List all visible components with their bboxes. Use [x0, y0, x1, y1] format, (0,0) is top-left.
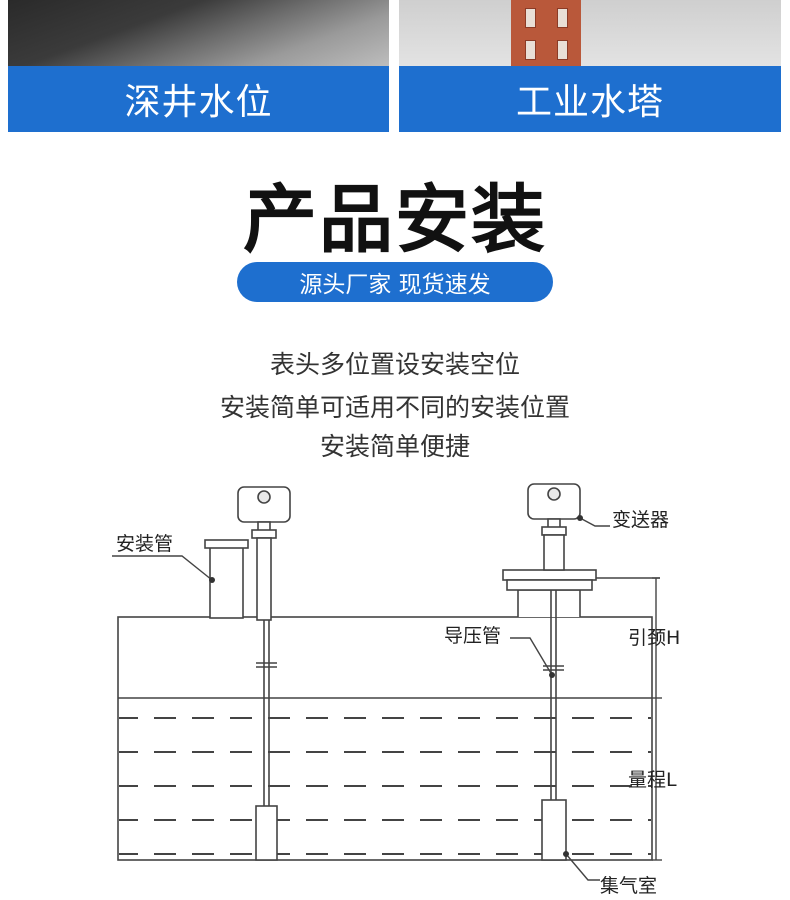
- leader-dots: [209, 515, 583, 857]
- label-transmitter: 变送器: [612, 509, 669, 531]
- left-probe: [255, 620, 278, 861]
- water-tower-photo: [399, 0, 781, 66]
- label-neck: 引颈H: [628, 627, 680, 649]
- deep-well-photo: [8, 0, 389, 66]
- left-install-pipe: [204, 539, 249, 619]
- right-neck: [502, 569, 597, 617]
- description-line-1: 表头多位置设安装空位: [269, 350, 520, 379]
- leader-lines: [112, 517, 610, 881]
- right-probe: [541, 590, 567, 861]
- dimension-lines: [596, 577, 662, 861]
- right-transmitter: [527, 483, 581, 571]
- installation-diagram: 安装管 变送器 导压管 引颈H 量程L 集气室: [112, 483, 680, 897]
- description-line-3: 安装简单便捷: [319, 432, 470, 461]
- section-title: 产品安装: [243, 177, 547, 263]
- label-range: 量程L: [628, 769, 677, 791]
- deep-well-label: 深井水位: [8, 66, 389, 132]
- description-line-2: 安装简单可适用不同的安装位置: [219, 393, 570, 422]
- label-air-chamber: 集气室: [600, 875, 657, 897]
- left-transmitter: [237, 486, 291, 621]
- liquid: [119, 698, 651, 859]
- tower-illustration: [511, 0, 581, 66]
- tagline-badge: 源头厂家 现货速发: [237, 262, 553, 302]
- label-install-pipe: 安装管: [116, 533, 173, 555]
- label-pressure-pipe: 导压管: [444, 625, 501, 647]
- water-tower-label: 工业水塔: [399, 66, 781, 132]
